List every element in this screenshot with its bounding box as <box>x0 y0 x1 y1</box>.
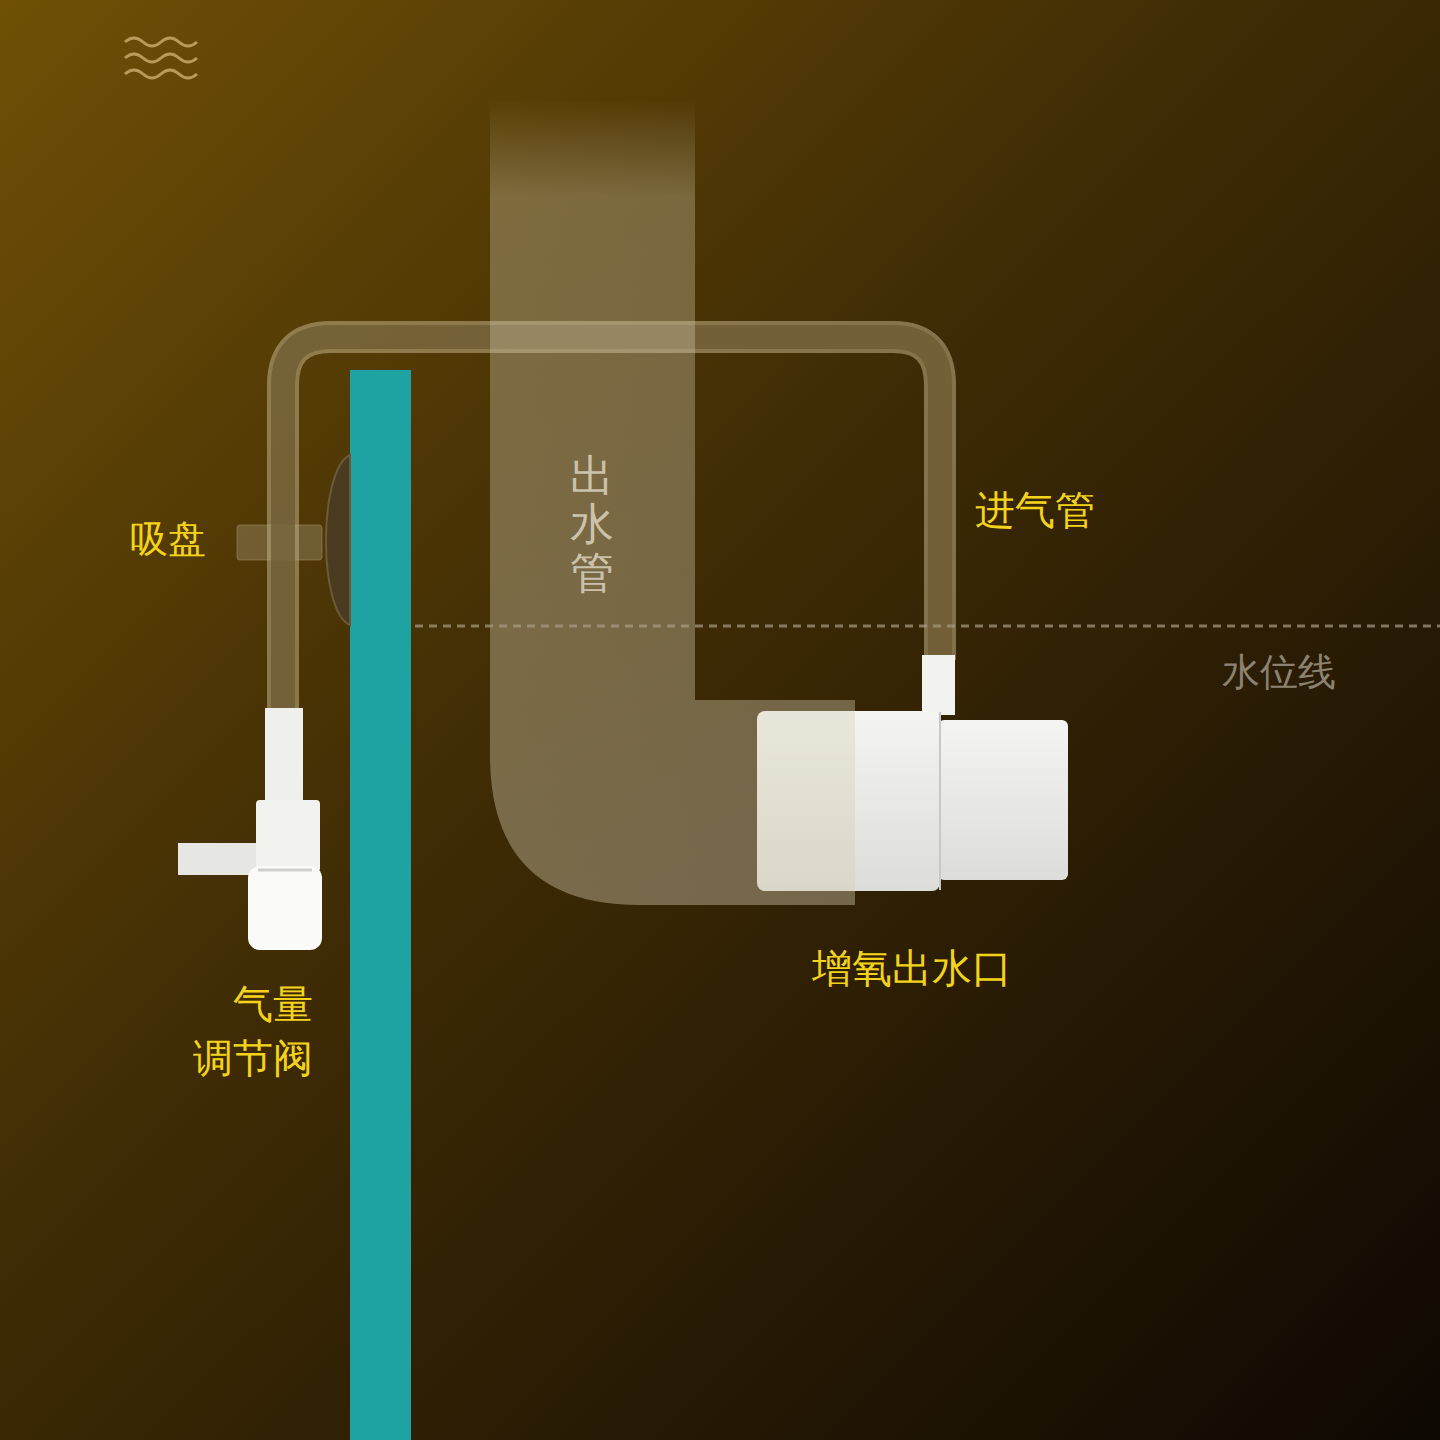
outlet-pipe <box>490 100 855 905</box>
water-line-label: 水位线 <box>1222 647 1336 698</box>
outlet-label: 增氧出水口 <box>812 941 1012 995</box>
air-tube-label: 进气管 <box>975 483 1095 537</box>
air-valve <box>178 708 322 950</box>
pipe-label-node: 出水管 <box>570 452 614 597</box>
wave-icon <box>125 38 197 78</box>
valve-label: 气量 调节阀 <box>189 977 313 1085</box>
water-level-line <box>415 625 1440 628</box>
suction-cup-label: 吸盘 <box>130 514 206 565</box>
suction-cup <box>326 455 350 625</box>
tank-wall <box>350 370 411 1440</box>
pipe-text: 出水管 <box>570 452 614 597</box>
